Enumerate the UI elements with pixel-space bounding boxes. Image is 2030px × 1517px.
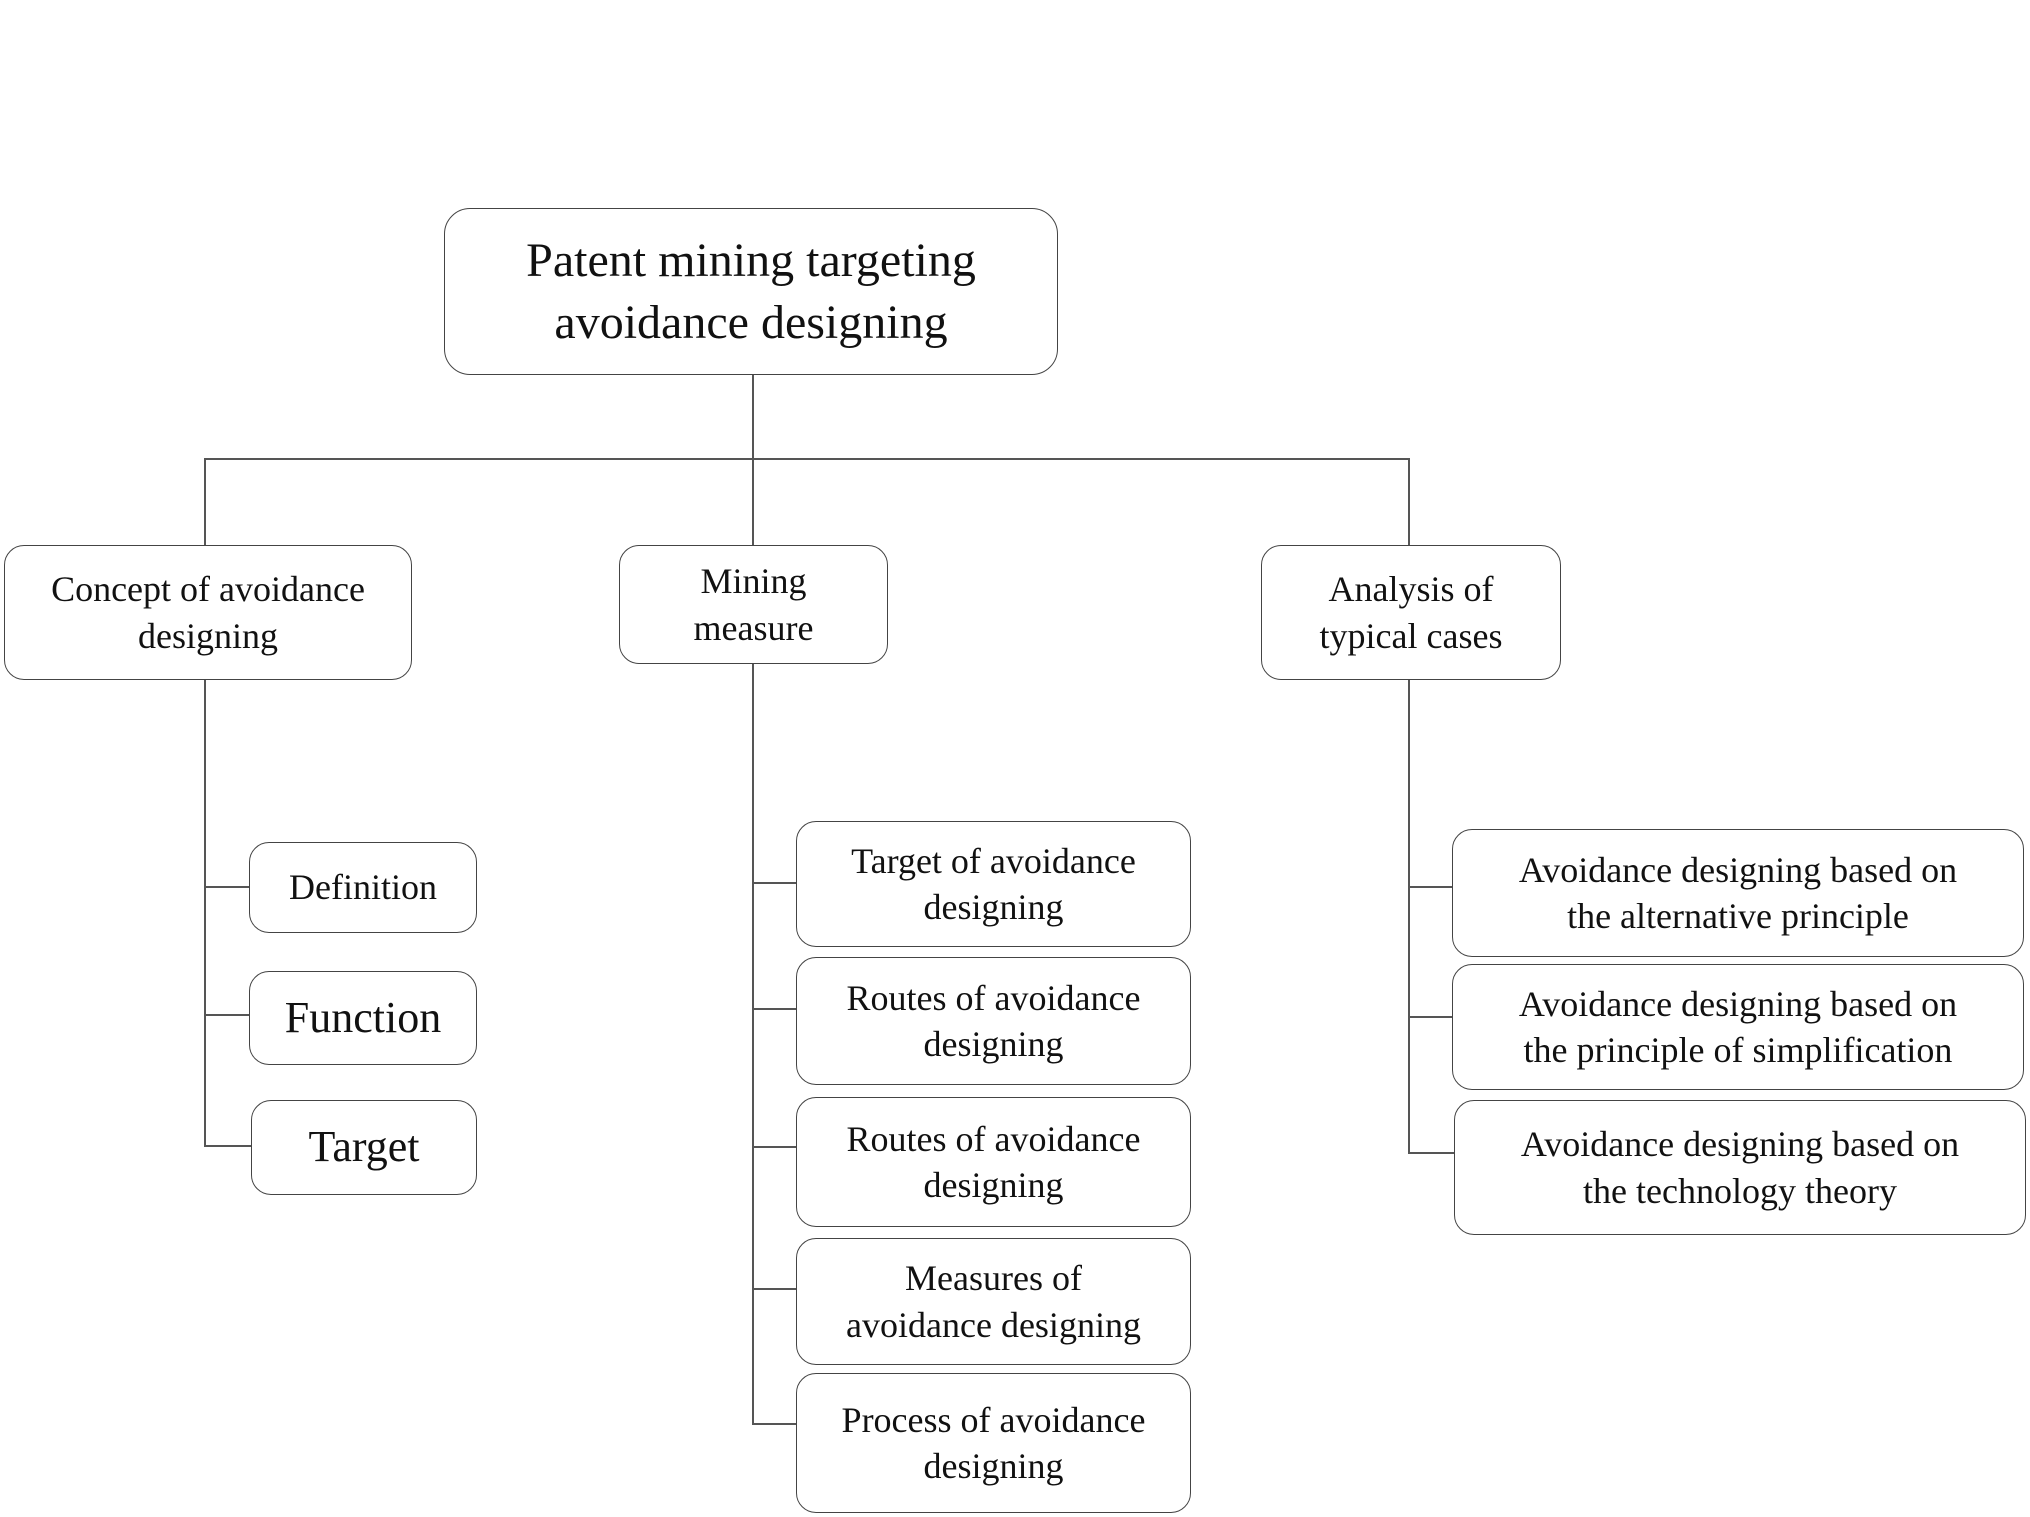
connector-target-of-avoidance: [752, 882, 796, 884]
connector-alternative: [1408, 886, 1452, 888]
leaf-node-simplification: Avoidance designing based on the princip…: [1452, 964, 2024, 1090]
branch-node-mining: Mining measure: [619, 545, 888, 664]
leaf-target-of-avoidance-line-2: designing: [923, 887, 1064, 927]
leaf-node-process: Process of avoidance designing: [796, 1373, 1191, 1513]
connector-concept-trunk: [204, 680, 206, 1146]
leaf-node-routes-1: Routes of avoidance designing: [796, 957, 1191, 1085]
connector-level1-bus: [204, 458, 1410, 460]
connector-measures: [752, 1288, 796, 1290]
leaf-node-routes-2: Routes of avoidance designing: [796, 1097, 1191, 1227]
connector-technology: [1408, 1152, 1454, 1154]
leaf-routes-1-line-1: Routes of avoidance: [846, 977, 1141, 1018]
branch-analysis-line-1: Analysis of: [1328, 569, 1494, 610]
leaf-simplification-line-2: the principle of simplification: [1523, 1030, 1953, 1070]
branch-node-concept: Concept of avoidance designing: [4, 545, 412, 680]
leaf-target-label: Target: [308, 1122, 420, 1172]
root-line-2: avoidance designing: [554, 295, 948, 349]
leaf-node-measures: Measures of avoidance designing: [796, 1238, 1191, 1365]
leaf-node-function: Function: [249, 971, 477, 1065]
connector-analysis-trunk: [1408, 680, 1410, 1154]
connector-mining-trunk: [752, 664, 754, 1425]
leaf-alternative-line-2: the alternative principle: [1567, 896, 1909, 936]
connector-target: [204, 1145, 251, 1147]
connector-to-concept: [204, 458, 206, 545]
connector-routes-1: [752, 1008, 796, 1010]
leaf-node-alternative-principle: Avoidance designing based on the alterna…: [1452, 829, 2024, 957]
branch-node-analysis: Analysis of typical cases: [1261, 545, 1561, 680]
leaf-node-definition: Definition: [249, 842, 477, 933]
connector-root-down: [752, 375, 754, 545]
branch-analysis-line-2: typical cases: [1319, 615, 1503, 656]
leaf-routes-1-line-2: designing: [923, 1024, 1064, 1064]
leaf-process-line-2: designing: [923, 1446, 1064, 1486]
connector-function: [204, 1014, 249, 1016]
connector-routes-2: [752, 1146, 796, 1148]
leaf-routes-2-line-2: designing: [923, 1165, 1064, 1205]
leaf-measures-line-2: avoidance designing: [846, 1304, 1141, 1345]
leaf-alternative-line-1: Avoidance designing based on: [1518, 849, 1958, 890]
leaf-definition-label: Definition: [289, 867, 437, 908]
leaf-node-target-of-avoidance: Target of avoidance designing: [796, 821, 1191, 947]
leaf-process-line-1: Process of avoidance: [841, 1399, 1146, 1440]
leaf-technology-line-1: Avoidance designing based on: [1520, 1124, 1960, 1165]
branch-concept-line-2: designing: [138, 615, 278, 656]
root-line-1: Patent mining targeting: [526, 234, 976, 288]
leaf-technology-line-2: the technology theory: [1583, 1170, 1897, 1211]
root-node: Patent mining targeting avoidance design…: [444, 208, 1058, 375]
leaf-function-label: Function: [284, 992, 442, 1042]
branch-mining-line-1: Mining: [700, 561, 807, 602]
leaf-simplification-line-1: Avoidance designing based on: [1518, 983, 1958, 1024]
leaf-measures-line-1: Measures of: [905, 1258, 1082, 1299]
leaf-routes-2-line-1: Routes of avoidance: [846, 1118, 1141, 1159]
leaf-target-of-avoidance-line-1: Target of avoidance: [851, 840, 1136, 881]
leaf-node-technology-theory: Avoidance designing based on the technol…: [1454, 1100, 2026, 1235]
connector-process: [752, 1423, 796, 1425]
connector-to-analysis: [1408, 458, 1410, 545]
leaf-node-target: Target: [251, 1100, 477, 1195]
connector-definition: [204, 886, 249, 888]
branch-concept-line-1: Concept of avoidance: [51, 569, 365, 610]
branch-mining-line-2: measure: [693, 607, 814, 648]
connector-simplification: [1408, 1016, 1452, 1018]
